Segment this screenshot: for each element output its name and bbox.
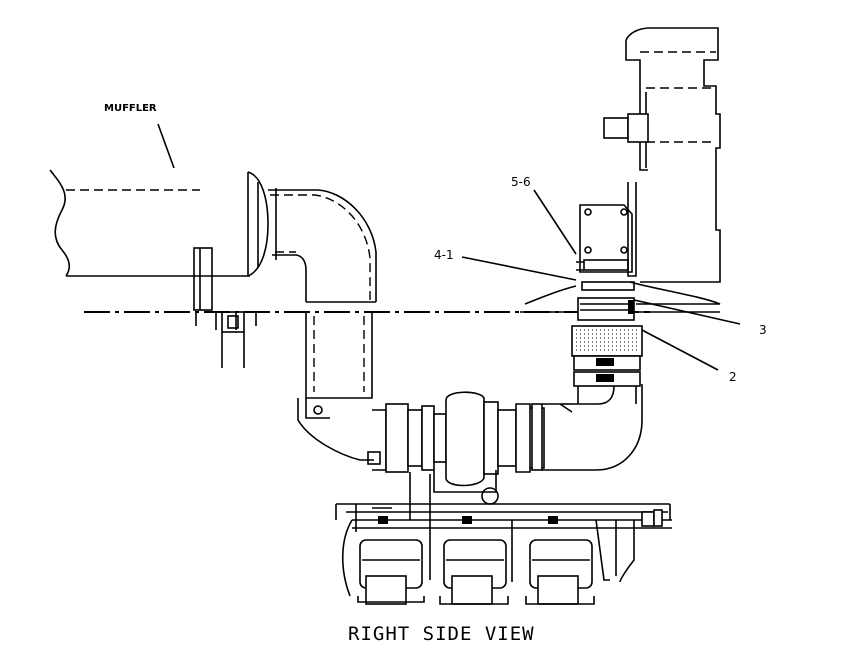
turbocharger [372,391,573,520]
label-muffler: MUFFLER [104,103,157,114]
leader-2 [641,329,719,371]
cylinder-head-3 [525,509,663,605]
leader-5-6 [533,189,577,255]
leader-lines [157,123,741,371]
leader-4-1 [461,256,577,281]
cylinder-head-2 [429,516,513,605]
callout-5-6: 5-6 [511,175,531,189]
cylinder-head-1 [341,504,425,605]
exhaust-downpipe [297,312,381,465]
leader-3 [633,299,741,325]
callout-4-1: 4-1 [434,248,454,262]
leader-muffler [157,123,175,169]
muffler-drain-post [221,311,245,368]
exhaust-elbow [268,188,377,303]
intake-elbow [560,384,643,471]
muffler-body [49,169,269,311]
callout-3: 3 [759,323,767,337]
engine-housing [603,27,721,283]
callout-2: 2 [729,370,737,384]
air-cleaner-adapter [571,281,643,404]
filter-stipple [576,329,640,351]
mounting-bracket [524,182,721,305]
view-title: RIGHT SIDE VIEW [348,623,535,645]
